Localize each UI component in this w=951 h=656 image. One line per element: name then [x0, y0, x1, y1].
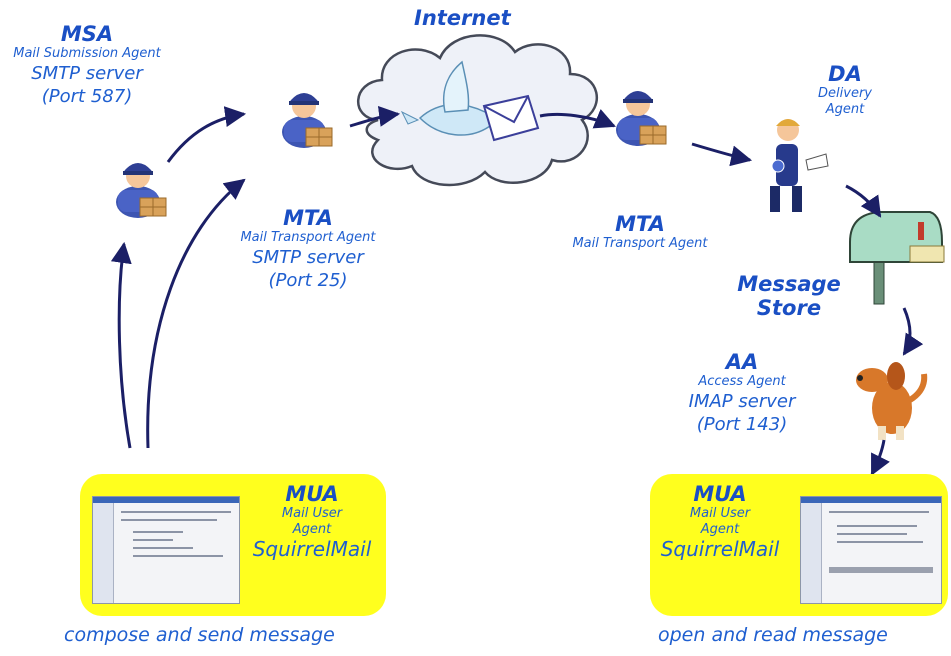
mua-left-label: MUA Mail User Agent SquirrelMail: [240, 482, 384, 561]
mua-right-line2: Agent: [700, 522, 740, 537]
mua-left-app: SquirrelMail: [252, 537, 372, 561]
mua-right-title: MUA: [693, 482, 747, 506]
aa-server: IMAP server: [688, 391, 796, 412]
mua-right-box: MUA Mail User Agent SquirrelMail: [650, 474, 948, 616]
internet-label: Internet: [414, 6, 511, 30]
arrow-da-to-store: [845, 184, 882, 218]
store-label: Message Store: [726, 272, 852, 320]
mua-left-caption: compose and send message: [64, 624, 335, 646]
screenshot-thumbnail: [92, 496, 240, 604]
mta2-title: MTA: [615, 212, 665, 236]
msa-server: SMTP server: [31, 63, 143, 84]
da-line2: Agent: [825, 102, 865, 117]
mailbox-icon: [849, 211, 945, 305]
aa-subtitle: Access Agent: [698, 374, 786, 389]
mta1-server: SMTP server: [252, 247, 364, 268]
mua-right-label: MUA Mail User Agent SquirrelMail: [654, 482, 786, 561]
screenshot-thumbnail: [800, 496, 942, 604]
store-line1: Message: [737, 272, 841, 296]
dog-icon: [856, 362, 928, 440]
aa-label: AA Access Agent IMAP server (Port 143): [680, 350, 804, 436]
mta1-label: MTA Mail Transport Agent SMTP server (Po…: [216, 206, 400, 292]
internet-title: Internet: [414, 6, 511, 30]
mta2-label: MTA Mail Transport Agent: [548, 212, 732, 252]
mailman-icon: [615, 90, 667, 147]
mta1-port: (Port 25): [268, 270, 348, 291]
msa-label: MSA Mail Submission Agent SMTP server (P…: [8, 22, 166, 108]
mta2-subtitle: Mail Transport Agent: [572, 236, 708, 251]
da-label: DA Delivery Agent: [800, 62, 890, 118]
msa-title: MSA: [60, 22, 114, 46]
arrow-store-to-aa: [902, 307, 924, 356]
msa-subtitle: Mail Submission Agent: [13, 46, 161, 61]
arrow-internet-to-mta: [539, 109, 616, 129]
da-title: DA: [828, 62, 862, 86]
msa-port: (Port 587): [41, 86, 133, 107]
mua-left-line2: Agent: [292, 522, 332, 537]
arrow-aa-to-mua: [870, 439, 890, 476]
aa-title: AA: [725, 350, 759, 374]
arrow-mua-to-msa: [110, 241, 132, 449]
envelope-icon: [482, 94, 540, 142]
postman-icon: [770, 119, 829, 212]
mua-left-line1: Mail User: [281, 506, 343, 521]
mua-right-line1: Mail User: [689, 506, 751, 521]
arrow-mua-to-mta: [146, 178, 246, 449]
arrow-msa-to-mta: [166, 106, 247, 163]
arrow-mta-to-internet: [349, 105, 401, 128]
mta1-subtitle: Mail Transport Agent: [240, 230, 376, 245]
flow-arrows: [110, 105, 924, 476]
arrow-mta-to-da: [691, 142, 753, 167]
aa-port: (Port 143): [696, 414, 788, 435]
mua-right-app: SquirrelMail: [660, 537, 780, 561]
mailman-icon: [115, 162, 167, 219]
mailman-icon: [281, 92, 333, 149]
mua-left-box: MUA Mail User Agent SquirrelMail: [80, 474, 386, 616]
mua-right-caption: open and read message: [658, 624, 888, 646]
store-line2: Store: [756, 296, 822, 320]
mua-left-title: MUA: [285, 482, 339, 506]
da-line1: Delivery: [818, 86, 872, 101]
mta1-title: MTA: [283, 206, 333, 230]
